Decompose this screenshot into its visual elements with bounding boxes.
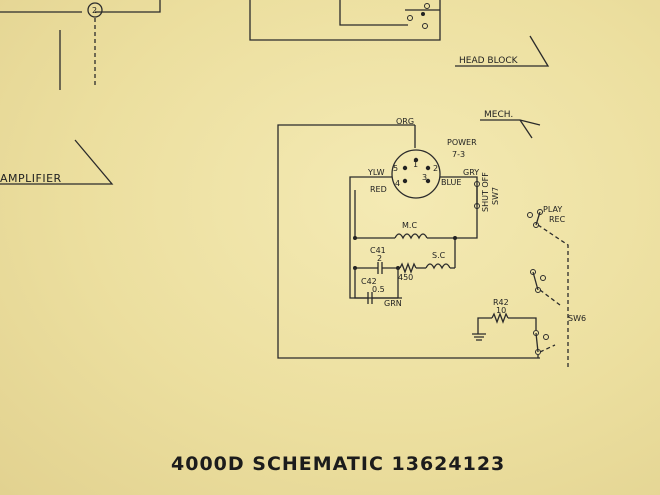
outer-loop-wire bbox=[277, 124, 540, 359]
ylw-label: YLW bbox=[367, 168, 385, 177]
r42-resistor: R42 10 bbox=[472, 298, 537, 341]
power-label: POWER bbox=[447, 138, 477, 147]
schematic-title: 4000D SCHEMATIC 13624123 bbox=[171, 453, 505, 475]
c42-row: C42 0.5 GRN bbox=[354, 268, 402, 308]
amplifier-label: AMPLIFIER bbox=[0, 172, 62, 185]
r450-label: 450 bbox=[398, 273, 413, 282]
node-2-circle bbox=[87, 2, 103, 18]
svg-text:4: 4 bbox=[395, 179, 400, 188]
c41-value: 2 bbox=[377, 254, 382, 263]
power-connector: 1 5 2 4 3 POWER 7-3 bbox=[391, 138, 477, 199]
head-block-label: HEAD BLOCK bbox=[459, 56, 519, 66]
c42-label: C42 bbox=[361, 277, 377, 286]
grn-label: GRN bbox=[384, 299, 402, 308]
rec-label: REC bbox=[549, 215, 566, 224]
head-block-fragment: HEAD BLOCK bbox=[249, 0, 550, 67]
sw6-switch-bank: PLAY REC SW6 bbox=[527, 205, 586, 368]
svg-text:3: 3 bbox=[422, 173, 427, 182]
svg-text:5: 5 bbox=[393, 164, 398, 173]
head-block-leader bbox=[455, 35, 550, 67]
power-ref-label: 7-3 bbox=[452, 150, 465, 159]
c42-value: 0.5 bbox=[372, 285, 385, 294]
mech-label: MECH. bbox=[484, 110, 513, 120]
svg-text:1: 1 bbox=[413, 160, 418, 169]
mc-coil: M.C bbox=[353, 221, 457, 268]
shut-off-label: SHUT OFF bbox=[481, 172, 490, 212]
r42-value: 10 bbox=[496, 306, 506, 315]
r42-label: R42 bbox=[493, 298, 509, 307]
svg-text:2: 2 bbox=[433, 164, 438, 173]
amplifier-fragment: 2 AMPLIFIER bbox=[0, 0, 161, 185]
blue-label: BLUE bbox=[441, 178, 461, 187]
sw7-label: SW7 bbox=[491, 187, 500, 205]
node-2-label: 2 bbox=[92, 6, 97, 15]
c41-label: C41 bbox=[370, 246, 386, 255]
sc-label: S.C bbox=[432, 251, 446, 260]
play-label: PLAY bbox=[543, 205, 562, 214]
org-label: ORG bbox=[396, 117, 414, 126]
sw6-label: SW6 bbox=[568, 314, 586, 323]
mc-label: M.C bbox=[402, 221, 417, 230]
c41-r450-sc-row: C41 2 450 S.C bbox=[353, 246, 455, 298]
gry-label: GRY bbox=[463, 168, 479, 177]
red-label: RED bbox=[370, 185, 387, 194]
mech-fragment: MECH. bbox=[480, 110, 541, 139]
amplifier-leader bbox=[0, 139, 114, 185]
